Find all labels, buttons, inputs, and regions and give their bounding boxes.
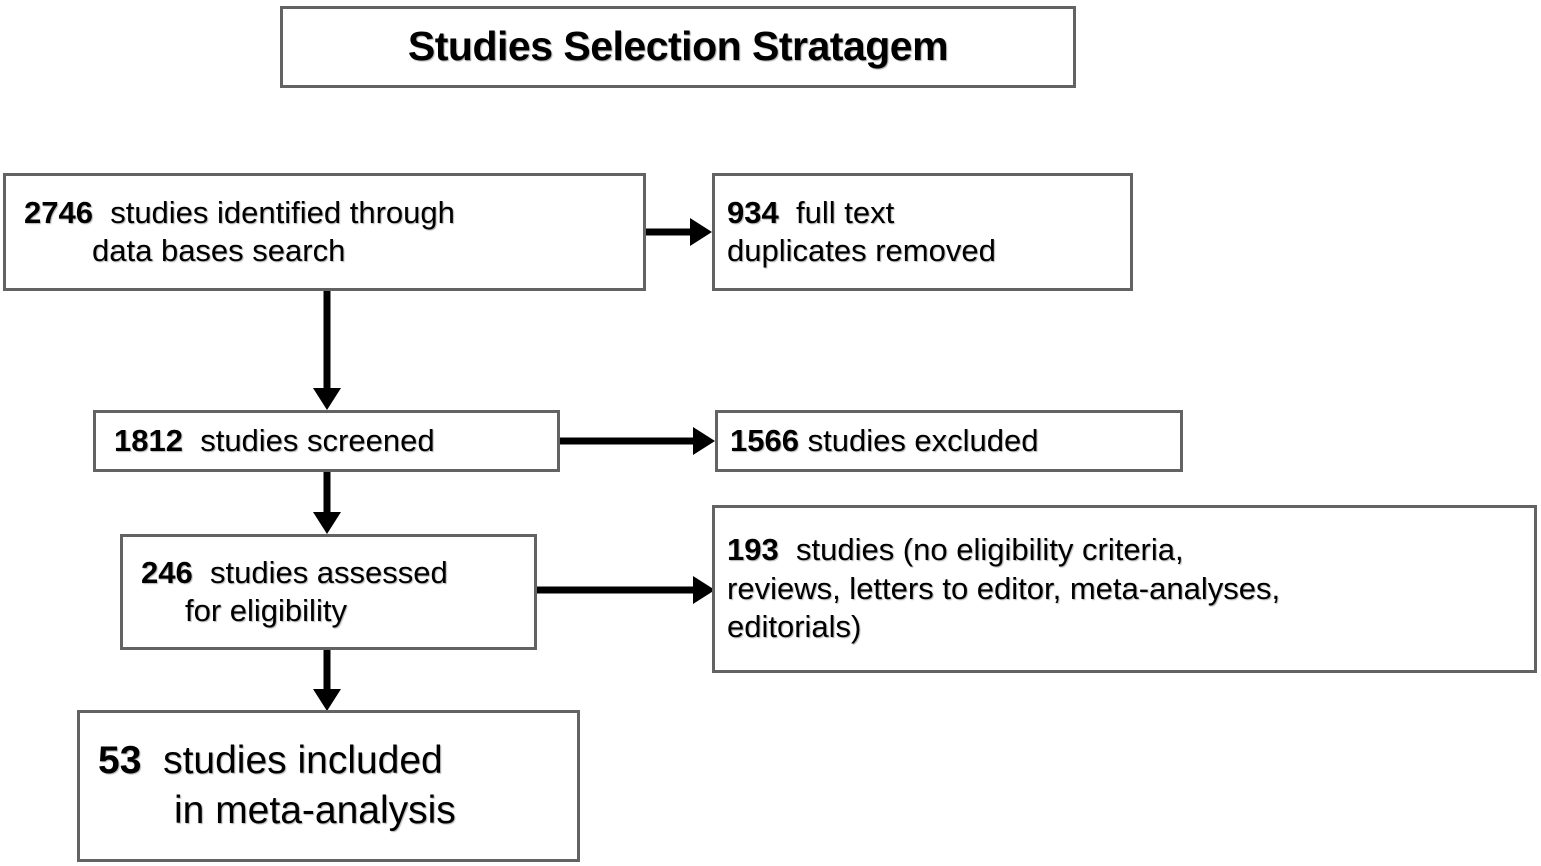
- node-duplicates-removed: 934 full text duplicates removed: [712, 173, 1133, 291]
- node-included-text-1: studies included: [163, 739, 443, 783]
- node-identified-line-1: 2746 studies identified through: [6, 194, 643, 232]
- node-screened-text-1: studies screened: [200, 422, 435, 458]
- arrow-head: [693, 427, 715, 455]
- arrow-assessed-to-excluded-reasons: [537, 560, 715, 620]
- node-duplicates-text-1: full text: [795, 194, 895, 230]
- arrow-head: [690, 218, 712, 246]
- node-excluded-count: 1566: [730, 422, 799, 458]
- arrow-shaft: [646, 228, 698, 236]
- arrow-identified-to-screened: [300, 291, 354, 410]
- arrow-shaft: [323, 291, 331, 390]
- arrow-shaft: [323, 650, 331, 691]
- arrow-shaft: [537, 586, 699, 594]
- node-excluded-reasons-line-1: 193 studies (no eligibility criteria,: [715, 531, 1534, 569]
- node-included: 53 studies included in meta-analysis: [77, 710, 580, 862]
- arrow-screened-to-assessed: [300, 472, 354, 534]
- node-identified-line-2: data bases search: [92, 233, 346, 268]
- node-excluded: 1566 studies excluded: [715, 410, 1183, 472]
- arrow-screened-to-excluded: [560, 411, 715, 471]
- node-included-count: 53: [98, 739, 142, 783]
- node-identified: 2746 studies identified through data bas…: [3, 173, 646, 291]
- arrow-head: [693, 576, 715, 604]
- node-screened: 1812 studies screened: [93, 410, 560, 472]
- node-screened-count: 1812: [114, 422, 183, 458]
- node-excluded-reasons-line-3: editorials): [727, 609, 862, 645]
- node-assessed: 246 studies assessed for eligibility: [120, 534, 537, 650]
- arrow-head: [313, 689, 341, 711]
- node-identified-text-1: studies identified through: [110, 194, 455, 230]
- node-excluded-reasons: 193 studies (no eligibility criteria, re…: [712, 505, 1537, 673]
- node-assessed-count: 246: [141, 554, 193, 590]
- arrow-shaft: [323, 472, 331, 514]
- arrow-identified-to-duplicates: [646, 202, 712, 262]
- node-excluded-reasons-line-2: reviews, letters to editor, meta-analyse…: [727, 570, 1281, 606]
- arrow-assessed-to-included: [300, 650, 354, 711]
- node-screened-line-1: 1812 studies screened: [96, 422, 557, 460]
- node-excluded-reasons-count: 193: [727, 532, 779, 568]
- arrow-shaft: [560, 437, 700, 445]
- node-identified-count: 2746: [24, 194, 93, 230]
- node-assessed-text-1: studies assessed: [209, 554, 448, 590]
- node-duplicates-count: 934: [727, 194, 779, 230]
- arrow-head: [313, 388, 341, 410]
- node-included-line-2: in meta-analysis: [174, 789, 456, 832]
- node-excluded-reasons-text-1: studies (no eligibility criteria,: [795, 532, 1184, 568]
- node-assessed-line-1: 246 studies assessed: [123, 554, 534, 592]
- node-excluded-text-1: studies excluded: [807, 422, 1039, 458]
- node-duplicates-line-2: duplicates removed: [727, 233, 996, 268]
- node-excluded-line-1: 1566 studies excluded: [718, 422, 1180, 460]
- arrow-head: [313, 512, 341, 534]
- page-title: Studies Selection Stratagem: [407, 23, 949, 70]
- figure-title-box: Studies Selection Stratagem: [280, 6, 1076, 88]
- node-assessed-line-2: for eligibility: [185, 593, 347, 628]
- node-included-line-1: 53 studies included: [80, 736, 577, 786]
- node-duplicates-line-1: 934 full text: [715, 194, 1130, 232]
